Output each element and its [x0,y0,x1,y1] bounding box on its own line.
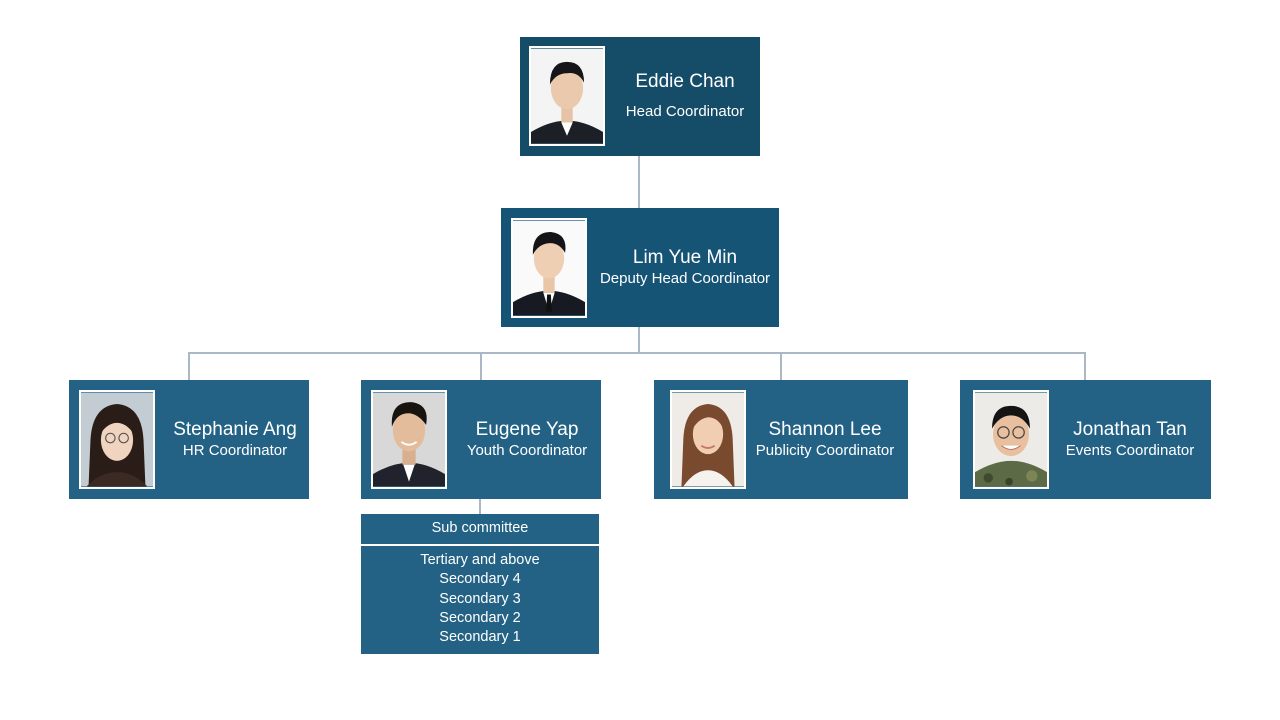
connector-member-4 [1084,352,1086,380]
person-photo-icon [670,390,746,489]
deputy-head-coordinator-card[interactable]: Lim Yue Min Deputy Head Coordinator [501,208,779,327]
member-name: Stephanie Ang [173,419,297,440]
connector-horizontal [188,352,1086,354]
subcommittee-item: Secondary 2 [439,609,521,626]
head-coordinator-card[interactable]: Eddie Chan Head Coordinator [520,37,760,156]
member-name: Jonathan Tan [1073,419,1187,440]
connector-subcommittee [479,498,481,514]
member-card-youth[interactable]: Eugene Yap Youth Coordinator [361,380,601,499]
subcommittee-item: Secondary 1 [439,629,521,646]
member-card-events[interactable]: Jonathan Tan Events Coordinator [960,380,1211,499]
connector-deputy-down [638,326,640,353]
head-name: Eddie Chan [635,71,735,92]
subcommittee-list-box[interactable]: Tertiary and above Secondary 4 Secondary… [361,546,599,654]
connector-head-deputy [638,155,640,208]
person-photo-icon [529,46,605,146]
member-name: Eugene Yap [475,419,579,440]
member-card-hr[interactable]: Stephanie Ang HR Coordinator [69,380,309,499]
deputy-role: Deputy Head Coordinator [599,270,771,287]
person-photo-icon [371,390,447,489]
member-role: HR Coordinator [182,442,288,459]
subcommittee-item: Secondary 4 [439,571,521,588]
person-photo-icon [511,218,587,318]
subcommittee-item: Secondary 3 [439,590,521,607]
subcommittee-title-box[interactable]: Sub committee [361,514,599,544]
deputy-name: Lim Yue Min [632,247,738,268]
subcommittee-item: Tertiary and above [420,552,540,568]
head-role: Head Coordinator [625,103,745,120]
connector-member-3 [780,352,782,380]
member-card-publicity[interactable]: Shannon Lee Publicity Coordinator [654,380,908,499]
connector-member-1 [188,352,190,380]
member-role: Publicity Coordinator [755,442,895,459]
person-photo-icon [79,390,155,489]
connector-member-2 [480,352,482,380]
member-role: Events Coordinator [1065,442,1195,459]
person-photo-icon [973,390,1049,489]
member-role: Youth Coordinator [466,442,588,459]
member-name: Shannon Lee [768,419,882,440]
subcommittee-title: Sub committee [431,520,529,536]
